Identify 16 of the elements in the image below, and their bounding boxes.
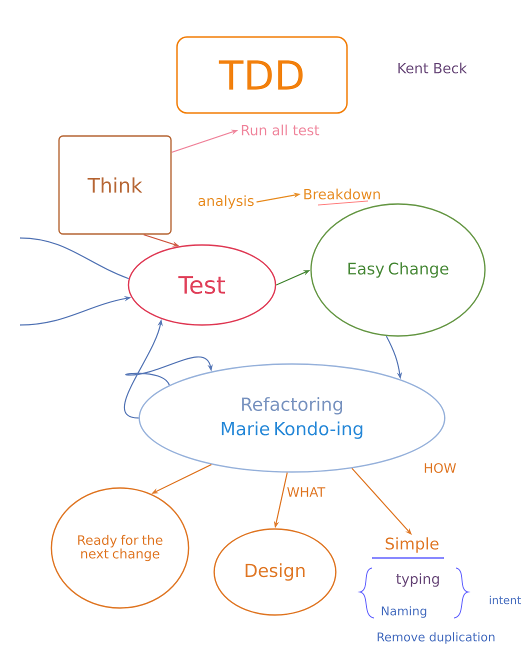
title-box: TDD	[176, 36, 348, 114]
note-text: typing	[396, 573, 439, 587]
note-text: intent	[490, 596, 521, 604]
ellipse-node: Design	[213, 528, 336, 616]
process-box: Think	[58, 135, 172, 235]
note-text: Kent Beck	[398, 62, 467, 74]
note-text: Run all test	[242, 124, 320, 136]
note-text: analysis	[198, 195, 254, 209]
note-text: Simple	[386, 537, 438, 553]
note-text: Naming	[382, 606, 426, 618]
ellipse-node: Easy Change	[310, 203, 486, 337]
arrow	[126, 356, 213, 386]
note-text: Breakdown	[304, 188, 380, 200]
ellipse-node: Ready for the next change	[50, 487, 190, 609]
note-text: Remove duplication	[378, 632, 494, 644]
ellipse-node: Test	[128, 244, 276, 326]
